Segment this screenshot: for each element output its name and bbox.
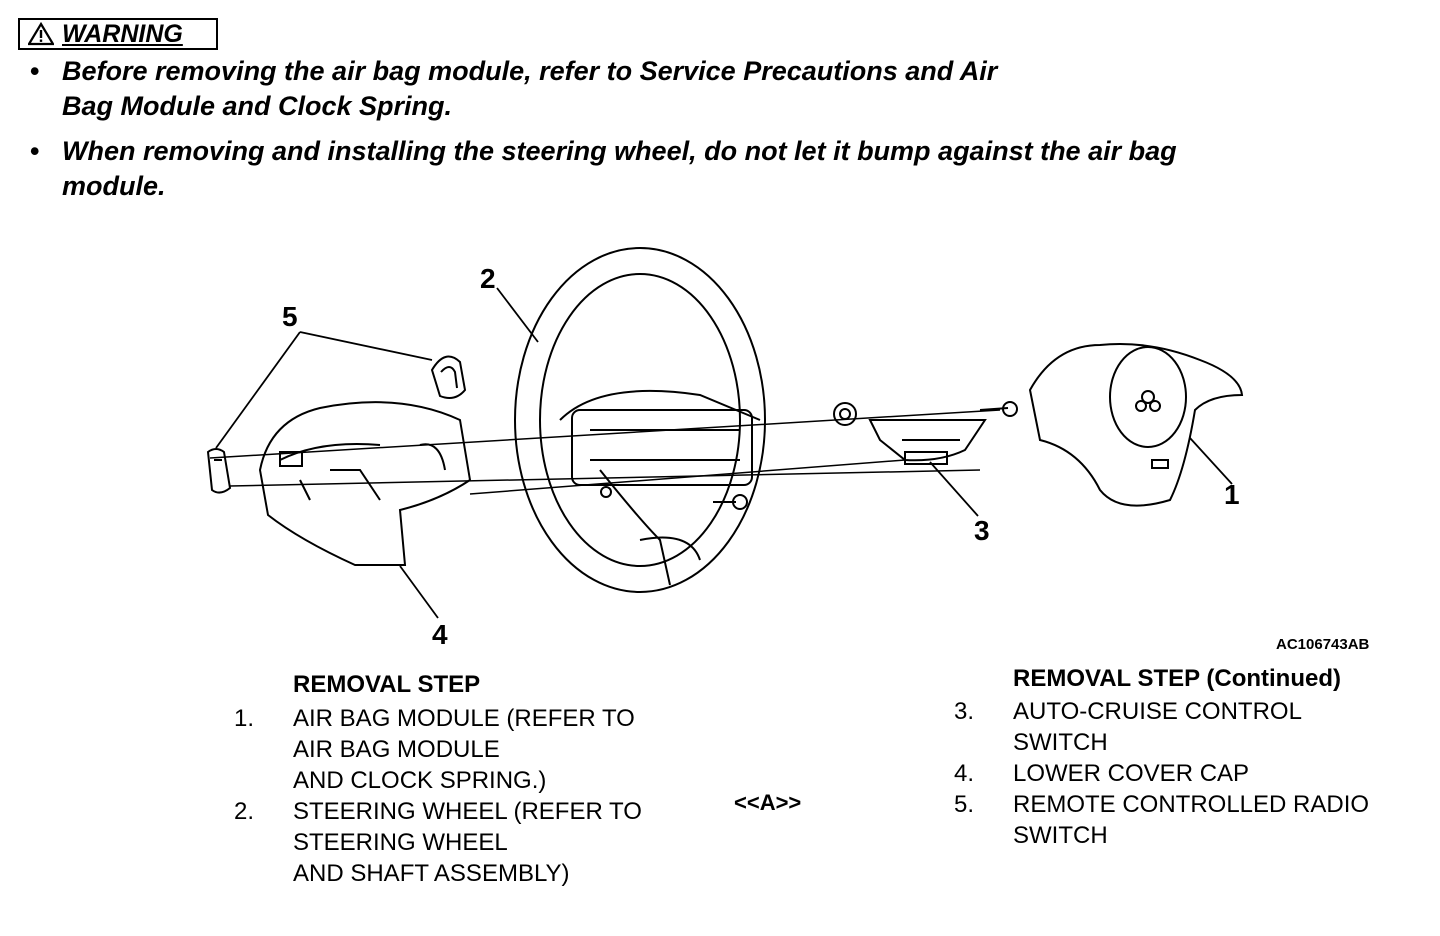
warning-bullet-2-line-2: module. [62, 171, 166, 201]
warning-label: WARNING [62, 19, 183, 48]
warning-triangle-icon [28, 22, 54, 46]
callout-2: 2 [480, 263, 496, 294]
bullet-dot: • [30, 56, 40, 86]
step-number: 1. [234, 705, 255, 732]
fasteners-drawing [713, 401, 1018, 510]
warning-bullet-2-line-1: When removing and installing the steerin… [62, 136, 1177, 166]
removal-step-continued-heading: REMOVAL STEP (Continued) [1013, 665, 1341, 692]
callout-3: 3 [974, 515, 990, 546]
step-2-line-3: AND SHAFT ASSEMBLY) [293, 860, 570, 887]
step-2-line-1: STEERING WHEEL (REFER TO [293, 798, 642, 825]
step-3-line-2: SWITCH [1013, 729, 1108, 756]
warning-box: WARNING [18, 18, 218, 50]
steering-wheel-drawing [514, 247, 766, 593]
step-1-line-2: AIR BAG MODULE [293, 736, 500, 763]
bullet-dot: • [30, 136, 40, 166]
leader-lines [215, 287, 1233, 619]
step-1-line-1: AIR BAG MODULE (REFER TO [293, 705, 635, 732]
step-1-line-3: AND CLOCK SPRING.) [293, 767, 547, 794]
step-4-line-1: LOWER COVER CAP [1013, 760, 1250, 787]
step-5-line-1: REMOTE CONTROLLED RADIO [1013, 791, 1370, 818]
assembly-axis-lines [209, 409, 1001, 495]
diagram-code: AC106743AB [1276, 636, 1370, 653]
procedure-marker-a: <<A>> [734, 790, 802, 815]
callout-4: 4 [432, 619, 448, 650]
radio-switch-drawing [206, 355, 467, 494]
step-2-line-2: STEERING WHEEL [293, 829, 508, 856]
callout-1: 1 [1224, 479, 1240, 510]
step-number: 2. [234, 798, 255, 825]
step-3-line-1: AUTO-CRUISE CONTROL [1013, 698, 1302, 725]
air-bag-module-drawing [1028, 343, 1244, 507]
callout-5: 5 [282, 301, 298, 332]
step-number: 3. [954, 698, 975, 725]
step-number: 4. [954, 760, 975, 787]
warning-bullet-1-line-2: Bag Module and Clock Spring. [62, 91, 453, 121]
removal-step-heading: REMOVAL STEP [293, 671, 481, 698]
lower-cover-drawing [258, 401, 472, 566]
cruise-switch-drawing [868, 419, 987, 465]
warning-bullet-1-line-1: Before removing the air bag module, refe… [62, 56, 998, 86]
step-5-line-2: SWITCH [1013, 822, 1108, 849]
step-number: 5. [954, 791, 975, 818]
